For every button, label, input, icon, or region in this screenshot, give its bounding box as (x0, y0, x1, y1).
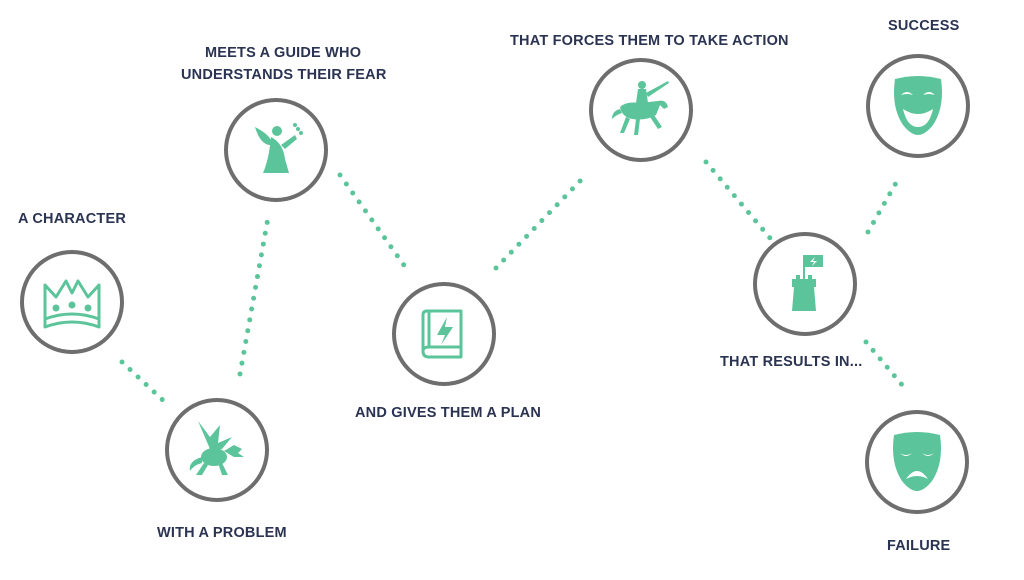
fairy-icon (255, 123, 303, 173)
castle-tower-flag-icon (792, 255, 823, 311)
happy-mask-icon (894, 76, 942, 135)
step-node-results (753, 232, 857, 336)
step-label-success: SUCCESS (888, 18, 960, 34)
step-node-success (866, 54, 970, 158)
step-label-character: A CHARACTER (18, 211, 126, 227)
step-label-guide-line2: UNDERSTANDS THEIR FEAR (181, 67, 387, 83)
step-label-problem: WITH A PROBLEM (157, 525, 287, 541)
connector-plan-action (493, 175, 586, 271)
connector-problem-guide (237, 215, 271, 377)
step-label-plan: AND GIVES THEM A PLAN (355, 405, 541, 421)
book-icon (421, 309, 463, 359)
step-label-guide-line1: MEETS A GUIDE WHO (205, 45, 362, 61)
dragon-icon (189, 421, 244, 475)
crown-icon (43, 279, 101, 329)
step-label-action: THAT FORCES THEM TO TAKE ACTION (510, 33, 789, 49)
step-label-results: THAT RESULTS IN... (720, 354, 863, 370)
connector-character-problem (119, 359, 171, 408)
step-node-plan (392, 282, 496, 386)
connector-guide-plan (337, 172, 409, 271)
step-label-failure: FAILURE (887, 538, 951, 554)
step-node-problem (165, 398, 269, 502)
connector-results-success (865, 173, 903, 235)
connector-results-failure (863, 339, 911, 395)
step-node-failure (865, 410, 969, 514)
step-node-action (589, 58, 693, 162)
step-node-character (20, 250, 124, 354)
connector-action-results (703, 159, 773, 241)
knight-on-horse-icon (612, 81, 669, 135)
step-node-guide (224, 98, 328, 202)
sad-mask-icon (893, 432, 941, 491)
